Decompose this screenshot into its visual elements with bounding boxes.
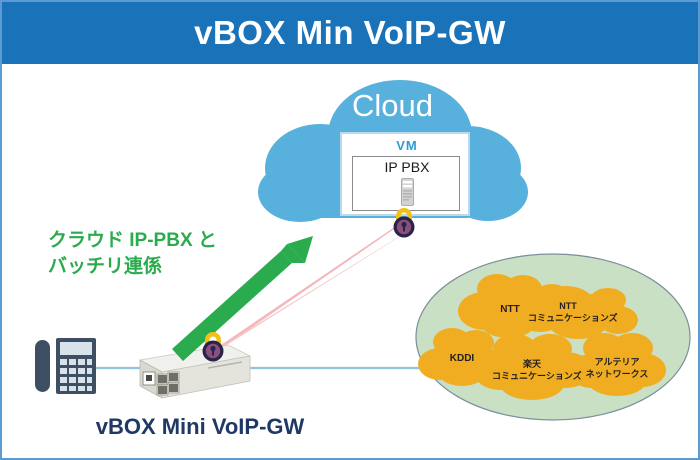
vm-box: VM IP PBX: [340, 132, 470, 216]
device-caption: vBOX Mini VoIP-GW: [95, 414, 305, 439]
carrier-label-rakuten: 楽天 コミュニケーションズ: [492, 358, 582, 382]
carrier-label-ntt-communications: NTT コミュニケーションズ: [528, 300, 618, 324]
integration-arrow-icon: [172, 236, 313, 361]
ip-phone-icon: [35, 338, 96, 394]
server-tower-icon: [401, 178, 414, 206]
carrier-label-rakuten-line1: 楽天: [522, 359, 541, 369]
carrier-label-rakuten-line2: コミュニケーションズ: [492, 371, 582, 382]
padlock-icon-cloud: [393, 208, 415, 238]
ip-pbx-box: IP PBX: [352, 156, 460, 211]
vpn-tunnel-band-2: [196, 224, 420, 362]
carrier-label-arteria-line1: アルテリア: [594, 357, 640, 367]
carrier-label-kddi: KDDI: [449, 353, 475, 364]
carrier-label-arteria-line2: ネットワークス: [585, 369, 649, 380]
integration-annotation: クラウド IP-PBX と バッチリ連係: [48, 228, 217, 279]
carrier-label-arteria: アルテリア ネットワークス: [577, 356, 657, 380]
carrier-bubble-arteria: [568, 333, 666, 396]
cloud-label: Cloud: [352, 88, 433, 123]
title-banner: vBOX Min VoIP-GW: [2, 2, 698, 64]
carrier-bubble-ntt: [458, 274, 559, 338]
carrier-bubbles: [418, 274, 666, 400]
carrier-label-ntt-communications-line2: コミュニケーションズ: [528, 313, 618, 324]
integration-annotation-line2: バッチリ連係: [48, 255, 163, 277]
page-title: vBOX Min VoIP-GW: [194, 14, 506, 51]
ip-pbx-label: IP PBX: [384, 159, 430, 175]
vm-label: VM: [396, 138, 418, 153]
carrier-label-ntt: NTT: [500, 304, 520, 315]
vpn-tunnel-band: [196, 214, 416, 362]
carrier-label-ntt-communications-line1: NTT: [559, 301, 577, 311]
integration-annotation-line1: クラウド IP-PBX と: [48, 230, 217, 251]
padlock-icon-gateway: [202, 332, 224, 362]
